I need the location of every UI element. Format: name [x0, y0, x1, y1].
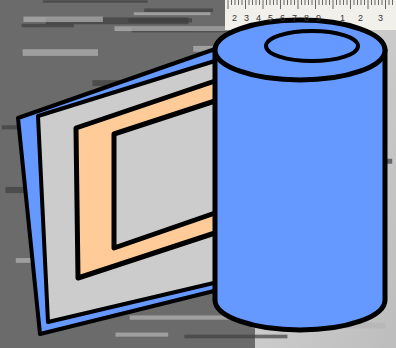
- ruler-tick: [256, 0, 257, 5]
- texture-streak: [128, 18, 192, 22]
- ruler-tick: [389, 0, 390, 5]
- ruler-tick: [235, 0, 236, 5]
- texture-streak: [43, 0, 148, 2]
- ruler-tick: [357, 0, 358, 5]
- texture-streak: [22, 24, 74, 28]
- ruler-tick: [273, 0, 274, 5]
- ruler-tick: [228, 0, 229, 9]
- texture-streak: [115, 333, 168, 337]
- ruler-tick: [333, 0, 334, 9]
- ruler-tick: [294, 0, 295, 5]
- ruler-tick: [242, 0, 243, 5]
- ruler-tick: [252, 0, 253, 5]
- ruler-tick: [336, 0, 337, 5]
- ruler-tick: [368, 0, 369, 9]
- ruler-tick: [382, 0, 383, 5]
- ruler-tick: [245, 0, 246, 9]
- roll-top: [215, 20, 385, 80]
- texture-streak: [23, 49, 98, 56]
- ruler-tick: [329, 0, 330, 5]
- inner-layer: [114, 100, 218, 248]
- outer-film: [18, 48, 218, 334]
- ruler-tick: [322, 0, 323, 5]
- ruler-tick: [263, 0, 264, 9]
- texture-streak: [134, 12, 211, 15]
- ruler-number: 8: [304, 13, 309, 23]
- separator-film: [38, 60, 218, 322]
- ruler-number: 7: [292, 13, 297, 23]
- micrograph-texture: [2, 0, 392, 338]
- ruler-tick: [350, 0, 351, 9]
- texture-streak: [184, 335, 287, 339]
- ruler-tick: [347, 0, 348, 5]
- ruler-number: 5: [268, 13, 273, 23]
- ruler-tick: [315, 0, 316, 9]
- ruler-tick: [354, 0, 355, 5]
- texture-streak: [144, 8, 213, 12]
- ruler-number: 2: [358, 13, 363, 23]
- ruler-number: 6: [280, 13, 285, 23]
- ruler-tick: [301, 0, 302, 5]
- ruler-tick: [280, 0, 281, 9]
- ruler-tick: [305, 0, 306, 5]
- ruler-tick: [326, 0, 327, 5]
- ruler-tick: [343, 0, 344, 5]
- electrode-layer: [76, 80, 218, 278]
- ruler-tick: [266, 0, 267, 5]
- ruler-tick: [270, 0, 271, 5]
- ruler-tick: [312, 0, 313, 5]
- ruler-ticks: [228, 0, 393, 9]
- ruler-number: 3: [378, 13, 383, 23]
- roll-body: [215, 50, 385, 330]
- ruler-number: 3: [244, 13, 249, 23]
- ruler-number: 2: [232, 13, 237, 23]
- ruler-tick: [340, 0, 341, 5]
- ruler-tick: [259, 0, 260, 5]
- roll-core: [266, 31, 358, 61]
- ruler-tick: [361, 0, 362, 5]
- ruler-tick: [231, 0, 232, 5]
- ruler-number: 9: [316, 13, 321, 23]
- texture-streak: [23, 17, 102, 22]
- ruler-tick: [238, 0, 239, 5]
- ruler-tick: [298, 0, 299, 9]
- ruler-tick: [371, 0, 372, 5]
- ruler-tick: [284, 0, 285, 5]
- ruler-tick: [375, 0, 376, 5]
- ruler-tick: [249, 0, 250, 5]
- ruler-tick: [364, 0, 365, 5]
- ruler-tick: [319, 0, 320, 5]
- ruler-number: 4: [256, 13, 261, 23]
- ruler-tick: [378, 0, 379, 5]
- ruler-tick: [291, 0, 292, 5]
- ruler-tick: [308, 0, 309, 5]
- ruler-tick: [277, 0, 278, 5]
- ruler-tick: [287, 0, 288, 5]
- ruler-tick: [385, 0, 386, 9]
- ruler-tick: [392, 0, 393, 5]
- ruler-number: 1: [340, 13, 345, 23]
